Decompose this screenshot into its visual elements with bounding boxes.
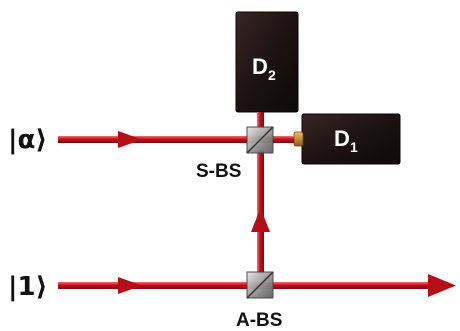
detector-d1-subscript: 1: [350, 139, 358, 155]
sbs-to-d2-beam: [257, 112, 264, 128]
detector-d2: D 2: [235, 11, 299, 113]
a-bs-splitter: [246, 271, 274, 299]
detector-d1-letter: D: [334, 126, 350, 151]
detector-d2-subscript: 2: [268, 67, 276, 83]
detector-d1: D 1: [301, 113, 401, 165]
a-bs-label: A-BS: [236, 310, 282, 331]
d1-lens: [293, 131, 304, 147]
s-bs-splitter: [246, 126, 274, 154]
vertical-beam-arrow: [251, 208, 270, 232]
alpha-state-label: |α⟩: [8, 125, 47, 155]
alpha-beam-arrow: [118, 131, 142, 148]
single-photon-beam-arrow: [118, 277, 142, 294]
detector-d2-letter: D: [252, 54, 268, 79]
single-photon-beam: [58, 282, 432, 289]
output-beam-arrow: [428, 274, 456, 297]
one-photon-state-label: |1⟩: [8, 272, 47, 302]
alpha-beam: [58, 136, 294, 143]
s-bs-label: S-BS: [196, 161, 241, 182]
